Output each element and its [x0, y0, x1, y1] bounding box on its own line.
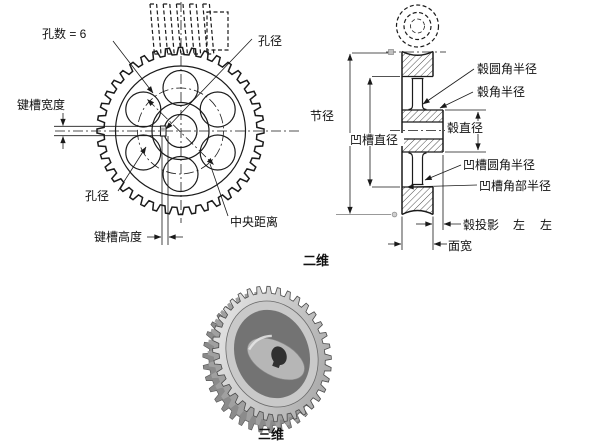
grip-marker	[391, 211, 398, 218]
leader-hub-fillet-radius	[422, 68, 475, 105]
hub-projection-value-2: 左	[540, 217, 552, 232]
label-backplate	[348, 133, 404, 146]
leader-bore-diameter	[117, 146, 147, 192]
label-keyway-height: 键槽高度	[94, 229, 142, 244]
keyway-width-extension-lines	[54, 125, 161, 137]
label-keyway-width: 键槽宽度	[17, 97, 65, 112]
label-center-distance: 中央距离	[230, 214, 278, 229]
gear-teeth-outline	[96, 46, 265, 216]
bore-lines	[402, 121, 443, 140]
worm-core-circle	[410, 18, 425, 34]
label-pitch-diameter: 节径	[310, 109, 334, 123]
hatch-rim-top	[402, 51, 433, 77]
keyway-height-extension-lines	[161, 136, 169, 245]
rim-inner-circle	[114, 65, 247, 197]
bolt-circle	[137, 87, 224, 175]
gear-3d-keyway	[272, 358, 282, 369]
gear-3d-highlight	[248, 334, 272, 351]
label-hub-corner-radius: 毂角半径	[477, 85, 525, 99]
label-hub-projection: 毂投影	[463, 217, 499, 232]
label-hole-diameter: 孔径	[258, 34, 282, 48]
leader-groove-fillet-radius	[424, 164, 462, 181]
label-groove-corner-radius: 凹槽角部半径	[479, 178, 551, 193]
hatch-rim-bottom	[402, 187, 433, 215]
label-groove-fillet-radius: 凹槽圆角半径	[463, 158, 535, 172]
lower-groove-web	[408, 152, 427, 186]
leader-hole-count	[112, 40, 154, 94]
leader-hub-corner-radius	[439, 91, 474, 109]
caption-3d: 三维	[258, 427, 284, 442]
label-groove-diameter: 凹槽直径	[350, 133, 398, 147]
label-bore-diameter: 孔径	[85, 189, 109, 203]
hatch-hub-upper	[402, 110, 443, 122]
groove-diameter-extensions	[372, 76, 400, 188]
gear-3d	[202, 285, 332, 434]
hatch-hub-lower	[402, 139, 443, 152]
label-hub-diameter: 毂直径	[447, 121, 483, 135]
label-hole-count: 孔数 = 6	[42, 26, 87, 41]
worm-outer-circle	[395, 4, 440, 48]
caption-2d: 二维	[303, 253, 329, 268]
label-backplate	[445, 121, 487, 134]
rim-top-arc	[401, 50, 434, 56]
grip-marker	[388, 49, 394, 55]
worm-pitch-circle	[403, 11, 432, 41]
upper-groove-web	[408, 77, 427, 111]
rim-bottom-arc	[401, 209, 434, 216]
hub-diameter-extensions	[445, 109, 486, 153]
front-view-2d: 孔数 = 6 孔径 键槽宽度 孔径 中央距离 键槽高度 二维	[17, 2, 329, 268]
label-hub-fillet-radius: 毂圆角半径	[477, 62, 537, 76]
projection-extensions	[401, 155, 444, 250]
worm-section-circles	[395, 4, 440, 48]
label-face-width: 面宽	[448, 238, 472, 253]
grip-marker	[160, 127, 165, 132]
leader-hole-diameter	[165, 38, 253, 130]
worm-hidden-box	[206, 11, 229, 51]
leader-groove-corner-radius	[406, 184, 478, 190]
section-view: 节径 凹槽直径 毂圆角半径 毂角半径 毂直径 凹槽圆角半径 凹槽角部半径 毂投影…	[310, 4, 552, 253]
hub-projection-value-1: 左	[513, 217, 525, 232]
view-3d: 三维	[202, 285, 332, 442]
center-distance-dimension-line	[147, 99, 214, 165]
leader-center-distance	[209, 163, 229, 217]
worm-hidden-outline	[149, 3, 215, 55]
face-step-lines	[402, 75, 443, 188]
